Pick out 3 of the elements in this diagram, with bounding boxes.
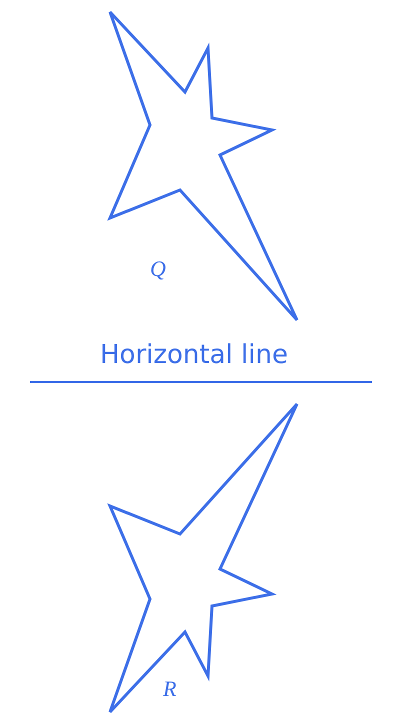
shape-label: Q xyxy=(150,256,166,282)
shape-label: R xyxy=(163,676,176,702)
line-label: Horizontal line xyxy=(100,340,288,370)
